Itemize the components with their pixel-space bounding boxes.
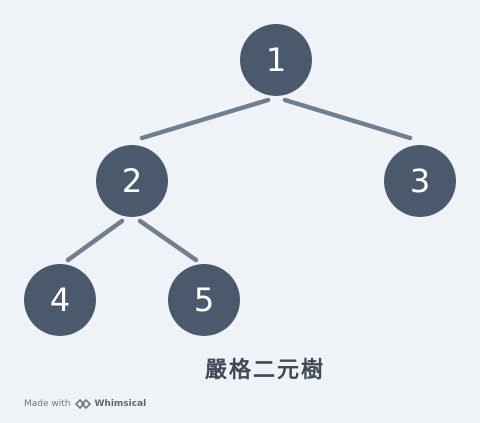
- whimsical-logo-icon: [74, 399, 91, 409]
- edge-1-2: [139, 97, 271, 141]
- node-label: 2: [122, 162, 142, 200]
- tree-node-4[interactable]: 4: [24, 264, 96, 336]
- node-label: 3: [410, 162, 430, 200]
- node-circle: [24, 264, 96, 336]
- tree-node-2[interactable]: 2: [96, 145, 168, 217]
- edge-1-3: [282, 97, 413, 141]
- diagram-caption: 嚴格二元樹: [205, 358, 326, 383]
- node-label: 1: [266, 41, 286, 79]
- made-with-watermark[interactable]: Made with Whimsical: [24, 399, 146, 409]
- tree-node-3[interactable]: 3: [384, 145, 456, 217]
- nodes-layer: 1 2 3 4 5: [24, 24, 456, 336]
- tree-node-1[interactable]: 1: [240, 24, 312, 96]
- node-circle: [168, 264, 240, 336]
- whimsical-brand-label: Whimsical: [94, 399, 147, 409]
- edge-2-5: [137, 218, 199, 263]
- node-circle: [384, 145, 456, 217]
- node-label: 5: [194, 281, 214, 319]
- edges-layer: [65, 97, 413, 263]
- tree-node-5[interactable]: 5: [168, 264, 240, 336]
- made-with-label: Made with: [24, 399, 71, 409]
- node-label: 4: [50, 281, 70, 319]
- node-circle: [240, 24, 312, 96]
- node-circle: [96, 145, 168, 217]
- edge-2-4: [65, 218, 125, 263]
